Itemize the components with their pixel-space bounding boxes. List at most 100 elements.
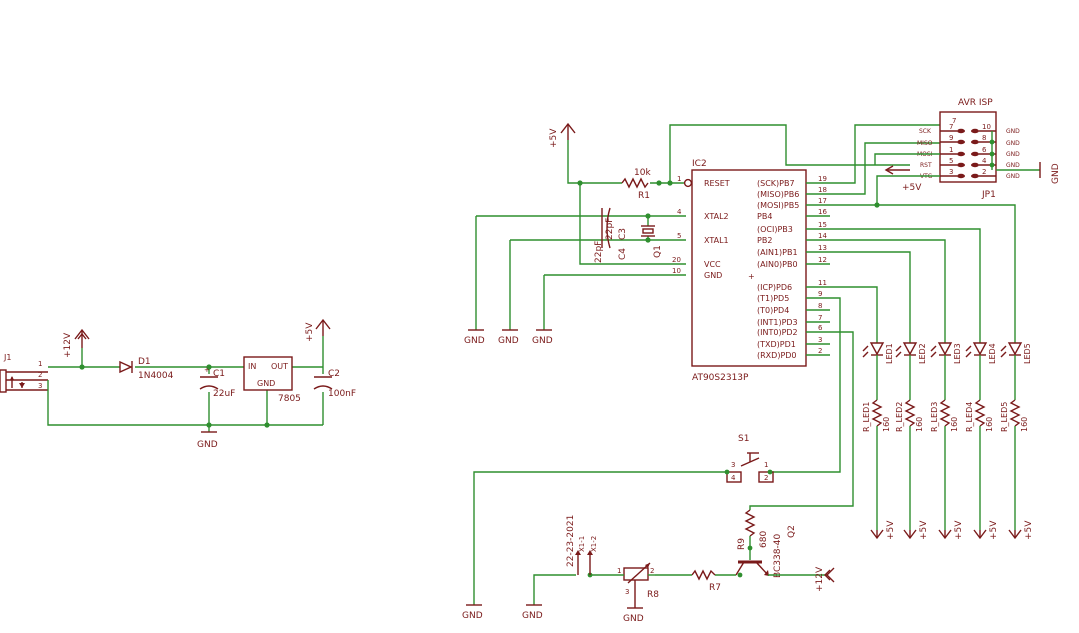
led-res-value: 160	[950, 417, 959, 432]
reg-gnd-label: GND	[257, 379, 275, 388]
regulator-7805[interactable]: IN OUT GND 7805	[243, 356, 301, 404]
q1-crystal[interactable]: Q1	[641, 225, 663, 258]
r1-resistor[interactable]: 10k R1	[621, 168, 651, 201]
plus12v-label-1: +12V	[63, 332, 73, 358]
r8-potentiometer[interactable]: 1 2 3 R8	[617, 562, 659, 608]
led-res-value: 160	[915, 417, 924, 432]
r8-pin3: 3	[625, 588, 629, 596]
ic2-pin-num: 14	[818, 232, 827, 240]
ic2-pin-num: 3	[818, 336, 822, 344]
jp1-right-pin-num: 4	[982, 157, 987, 165]
c1-capacitor[interactable]: C1 22uF +	[199, 366, 235, 399]
j1-pin1-label: 1	[38, 360, 42, 368]
jp1-right-pin-num: 8	[982, 134, 986, 142]
gnd-label: GND	[498, 336, 519, 346]
q2-transistor[interactable]: Q2 BC338-40	[735, 525, 797, 578]
ic2-microcontroller[interactable]: IC2 AT90S2313P + RESET XTAL2 XTAL1 VCC G…	[672, 159, 830, 383]
power-supply-section: J1 1 2 3 +12V	[0, 318, 356, 450]
plus5v-supply-symbol-top: +5V	[549, 122, 576, 148]
s1-pin2: 2	[764, 474, 768, 482]
c3-c4-capacitors[interactable]: 22pF C3 22pF C4	[594, 207, 628, 263]
ic2-pin-name: (MOSI)PB5	[757, 201, 799, 210]
jp1-pin-pad	[971, 173, 979, 179]
c2-capacitor[interactable]: C2 100nF	[313, 369, 356, 399]
jp1-ref-label: JP1	[981, 190, 996, 200]
jp1-left-pin-num: 7	[949, 123, 953, 131]
led-res-ref: R_LED2	[895, 402, 904, 432]
s1-pin1: 1	[764, 461, 768, 469]
plus5v-label: +5V	[886, 520, 896, 540]
plus5v-label: +5V	[954, 520, 964, 540]
c1-value-label: 22uF	[213, 389, 235, 399]
r7-ref-label: R7	[709, 583, 721, 593]
ic2-pin-num: 16	[818, 208, 827, 216]
j1-connector[interactable]: J1 1 2 3	[0, 353, 48, 393]
plus12v-label-2: +12V	[815, 566, 825, 592]
j1-body	[0, 369, 7, 393]
plus5v-supply-symbol-left: +5V	[305, 318, 331, 342]
ic2-pin-num: 9	[818, 290, 822, 298]
jp1-gnd-label-3: GND	[1006, 151, 1020, 158]
x1-pin1-label: X1-1	[578, 536, 586, 552]
jp1-left-pin-num: 3	[949, 168, 953, 176]
jp1-label-rst: RST	[920, 162, 932, 169]
x1-value-label: 22-23-2021	[566, 515, 576, 567]
jp1-left-pin-num: 9	[949, 134, 953, 142]
plus5v-label: +5V	[989, 520, 999, 540]
ic2-pin-num: 11	[818, 279, 827, 287]
r8-ref-label: R8	[647, 590, 659, 600]
ic2-pin-num-5: 5	[677, 232, 681, 240]
c3-ref-label: C3	[618, 228, 628, 240]
led-resistor	[1009, 399, 1021, 427]
d1-diode[interactable]: D1 1N4004	[119, 357, 174, 381]
gnd-label: GND	[462, 611, 483, 621]
jp1-gnd-label-2: GND	[1006, 140, 1020, 147]
x1-connector[interactable]: 22-23-2021 X1-1 X1-2	[566, 515, 598, 575]
ic2-pin-num: 18	[818, 186, 827, 194]
gnd-label-psu: GND	[197, 440, 218, 450]
led-res-ref: R_LED5	[1000, 402, 1009, 432]
gnd-label: GND	[532, 336, 553, 346]
reg-in-label: IN	[248, 362, 256, 371]
ic2-pin-name: PB4	[757, 212, 772, 221]
plus12v-supply-symbol-2: +12V	[815, 566, 835, 592]
jp1-title: AVR ISP	[958, 98, 993, 108]
led-resistor	[974, 399, 986, 427]
jp1-pin-pad	[971, 128, 979, 134]
led-symbol	[902, 342, 918, 356]
jp1-left-pin-num: 5	[949, 157, 953, 165]
reg-value-label: 7805	[278, 394, 301, 404]
ic2-pin-name-xtal1: XTAL1	[704, 236, 729, 245]
r7-resistor[interactable]: R7	[691, 569, 721, 593]
ic2-pin-name: (AIN1)PB1	[757, 248, 798, 257]
plus12v-supply-symbol: +12V	[63, 328, 90, 358]
ic2-pin-num: 17	[818, 197, 827, 205]
ic2-pin-name-xtal2: XTAL2	[704, 212, 729, 221]
r8-pin2: 2	[650, 567, 654, 575]
jp1-gnd-label-5: GND	[1006, 173, 1020, 180]
led-symbol	[972, 342, 988, 356]
j1-pin3-label: 3	[38, 382, 42, 390]
ic2-pin-num-4: 4	[677, 208, 682, 216]
jp1-pin-pad	[957, 139, 965, 145]
r9-resistor[interactable]: R9 680	[737, 509, 769, 550]
led-ref-label: LED2	[918, 343, 927, 364]
ic2-pin-num-1: 1	[677, 175, 681, 183]
led-resistor	[871, 399, 883, 427]
s1-pin4: 4	[731, 474, 736, 482]
r9-value-label: 680	[759, 531, 769, 548]
ic2-pin-name: (T0)PD4	[757, 306, 789, 315]
ic2-pin-num: 8	[818, 302, 822, 310]
s1-switch[interactable]: S1 3 4 1 2	[473, 434, 774, 605]
ic2-pin-name-gnd: GND	[704, 271, 722, 280]
